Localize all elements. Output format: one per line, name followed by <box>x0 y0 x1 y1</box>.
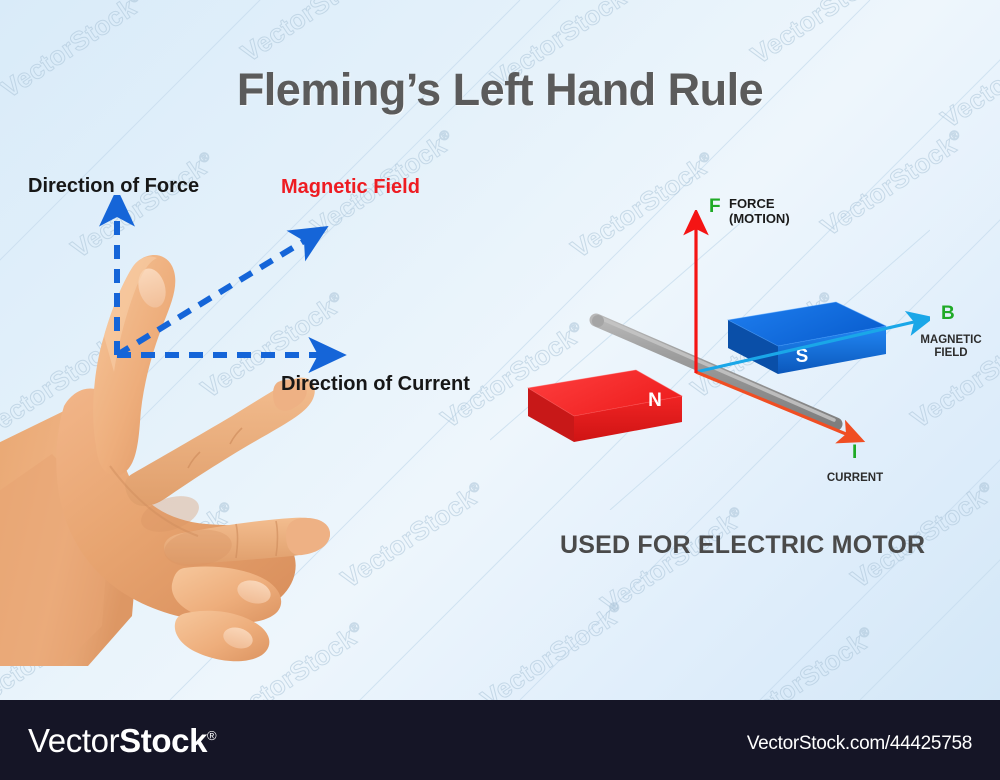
footer-bar: VectorStock® VectorStock.com/44425758 <box>0 700 1000 780</box>
illustration-canvas: VectorStock® VectorStock® VectorStock® V… <box>0 0 1000 700</box>
magnetic-field-line2: FIELD <box>934 347 968 359</box>
logo-light-part: Vector <box>28 722 120 759</box>
field-symbol-label: B <box>941 303 955 324</box>
thumb-nail <box>138 268 166 308</box>
current-caption: CURRENT <box>826 472 884 484</box>
force-symbol-label: F <box>709 196 721 217</box>
little-nail <box>223 627 253 649</box>
watermark-tile: VectorStock® <box>475 598 623 700</box>
ring-finger <box>171 566 282 623</box>
electric-motor-diagram: N S <box>490 210 930 510</box>
magnet-north-label: N <box>648 390 662 411</box>
palm-shading <box>141 496 232 567</box>
vectorstock-logo: VectorStock® <box>28 722 217 760</box>
left-hand-illustration <box>0 254 330 666</box>
index-tip <box>273 379 307 411</box>
hand-direction-arrows <box>99 195 347 373</box>
little-finger <box>174 610 270 662</box>
logo-registered-mark: ® <box>207 728 217 743</box>
magnet-south <box>726 301 888 374</box>
page-title: Fleming’s Left Hand Rule <box>236 64 764 115</box>
used-for-electric-motor-subtitle: USED FOR ELECTRIC MOTOR <box>560 531 926 559</box>
magnet-south-label: S <box>796 346 809 367</box>
footer-url: VectorStock.com/44425758 <box>746 733 972 754</box>
watermark-tile: VectorStock® <box>595 503 743 620</box>
index-finger <box>124 377 315 507</box>
watermark-tile: VectorStock® <box>745 0 892 70</box>
current-arrow <box>695 370 866 444</box>
perspective-lines <box>490 210 930 510</box>
middle-creases <box>235 520 279 559</box>
force-motion-line2: (MOTION) <box>729 211 790 226</box>
direction-of-current-label: Direction of Current <box>281 373 470 395</box>
middle-tip <box>286 517 330 556</box>
index-creases <box>187 427 243 469</box>
ring-nail <box>237 580 271 604</box>
conductor-rod <box>589 313 843 431</box>
magnetic-field-line1: MAGNETIC <box>920 334 982 346</box>
watermark-tile: VectorStock® <box>235 0 382 68</box>
magnetic-field-label: Magnetic Field <box>281 176 420 198</box>
magnet-north <box>526 369 684 442</box>
watermark-tile: VectorStock® <box>725 623 873 700</box>
palm-crease <box>109 465 199 537</box>
magnetic-field-caption: MAGNETIC FIELD <box>903 334 999 360</box>
current-symbol-label: I <box>852 442 858 463</box>
force-motion-label: FORCE (MOTION) <box>729 196 790 226</box>
direction-of-force-label: Direction of Force <box>28 175 200 197</box>
force-motion-line1: FORCE <box>729 196 775 211</box>
logo-bold-part: Stock <box>119 722 208 759</box>
magnetic-field-arrow <box>695 310 930 374</box>
magnetic-field-dashed-arrow <box>115 226 329 358</box>
